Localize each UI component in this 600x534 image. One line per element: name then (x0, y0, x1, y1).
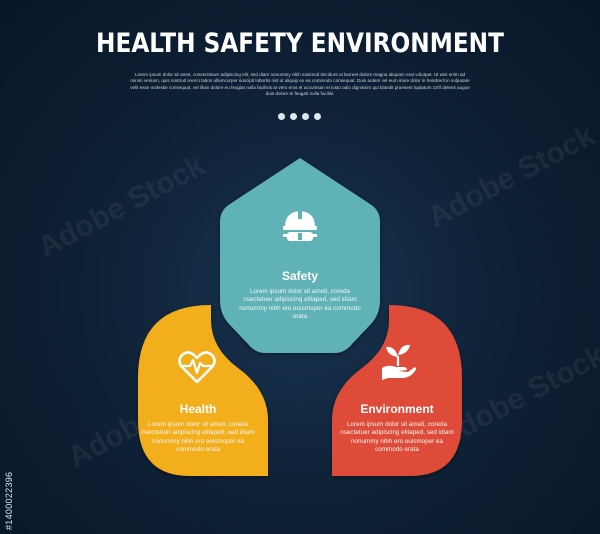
environment-title: Environment (360, 402, 434, 416)
pager-dot (278, 113, 285, 120)
hand-plant-icon (382, 344, 416, 380)
stock-id-label: #1400022396 (4, 471, 14, 530)
hard-hat-goggles-icon (283, 211, 317, 241)
safety-card (220, 158, 380, 353)
pager-dots (278, 113, 322, 121)
health-title: Health (179, 402, 217, 416)
environment-card (332, 305, 462, 476)
environment-desc: Lorem ipsum dolor sit ameti, coreda nsec… (340, 421, 454, 454)
health-desc: Lorem ipsum dolor sit ameti, coreda nsec… (141, 421, 255, 454)
safety-title: Safety (281, 269, 319, 283)
safety-desc: Lorem ipsum dolor sit ameti, coreda nsec… (239, 288, 361, 321)
page-subtitle: Lorem ipsum dolor sit amet, consectetuer… (130, 72, 470, 96)
pager-dot (314, 113, 321, 120)
safety-text: Safety Lorem ipsum dolor sit ameti, core… (225, 269, 375, 322)
pager-dot (290, 113, 297, 120)
health-card (138, 305, 268, 476)
pager-dot (302, 113, 309, 120)
page-title: HEALTH SAFETY ENVIRONMENT (96, 28, 504, 59)
health-text: Health Lorem ipsum dolor sit ameti, core… (140, 402, 256, 455)
heart-pulse-icon (178, 351, 216, 384)
environment-text: Environment Lorem ipsum dolor sit ameti,… (339, 402, 455, 455)
